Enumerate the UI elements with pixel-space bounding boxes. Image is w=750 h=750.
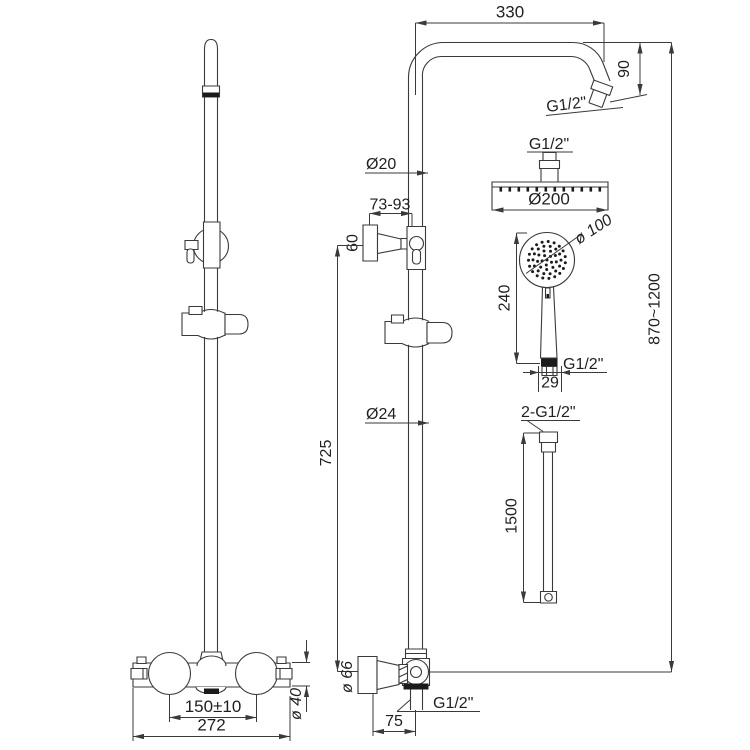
dim-40-label: ø 40 xyxy=(288,688,305,720)
front-view: 150±10 272 ø 40 xyxy=(131,40,310,742)
dim-hand-length: 240 xyxy=(497,233,541,364)
dim-29-label: 29 xyxy=(541,375,559,392)
head-dia-label: Ø200 xyxy=(528,190,570,209)
lower-tube-dia-callout: Ø24 xyxy=(365,406,429,426)
arm-thread-label: G1/2" xyxy=(545,94,587,116)
hand-shower: ø 100 240 G1/2" 29 xyxy=(497,211,616,392)
side-handset-holder xyxy=(385,315,452,347)
hose-thread-label: 2-G1/2" xyxy=(521,404,576,421)
dim-hose-length: 1500 xyxy=(504,433,541,603)
shower-hose: 2-G1/2" 1500 xyxy=(504,404,581,603)
side-view: 330 90 G1/2" Ø20 73-93 xyxy=(318,3,675,737)
dim-wall-distance: 73-93 xyxy=(370,197,413,228)
spray-dots xyxy=(527,240,567,280)
side-wall-bracket: 60 xyxy=(345,225,426,270)
dim-arm-drop: 90 xyxy=(583,43,672,103)
dim-272-label: 272 xyxy=(197,716,225,735)
arm-thread-callout: G1/2" xyxy=(545,94,623,116)
dim-73-93-label: 73-93 xyxy=(370,197,411,214)
dim-1500-label: 1500 xyxy=(504,498,521,534)
dim-66-label: ø 66 xyxy=(339,661,356,693)
dim-valve-diameter: ø 40 xyxy=(288,640,310,720)
dim-arm-reach: 330 xyxy=(416,3,605,96)
dim-90-label: 90 xyxy=(616,60,633,78)
hand-thread-label: G1/2" xyxy=(563,356,603,373)
side-valve: ø 66 xyxy=(339,649,430,710)
dim-column-length: 725 xyxy=(318,246,363,672)
front-riser-tube xyxy=(205,40,218,652)
dim-330-label: 330 xyxy=(496,3,524,22)
dim-60-label: 60 xyxy=(345,234,362,252)
arm-outlet-fitting xyxy=(586,80,613,108)
head-nozzles xyxy=(499,187,602,192)
valve-thread-label: G1/2" xyxy=(433,695,473,712)
head-thread-label: G1/2" xyxy=(529,136,569,153)
side-column-outer xyxy=(409,42,611,652)
overhead-shower: G1/2" Ø200 xyxy=(492,136,608,213)
front-diverter-housing xyxy=(204,222,221,268)
upper-tube-dia-callout: Ø20 xyxy=(365,156,428,176)
dim-240-label: 240 xyxy=(497,285,514,312)
dim-center-distance: 150±10 xyxy=(170,695,257,722)
front-left-knob xyxy=(149,653,191,695)
dim-75-label: 75 xyxy=(385,713,403,730)
front-valve-body xyxy=(131,652,292,695)
dim-150-label: 150±10 xyxy=(185,697,242,716)
dim-valve-offset: 75 xyxy=(373,694,416,736)
dim-overall-height: 870~1200 xyxy=(430,42,675,673)
dia-20-label: Ø20 xyxy=(366,156,396,173)
dim-870-1200-label: 870~1200 xyxy=(647,273,664,345)
front-diverter-lever xyxy=(185,241,198,250)
hand-dia-label: ø 100 xyxy=(572,211,616,248)
front-handset-holder xyxy=(182,307,248,340)
valve-thread-callout: G1/2" xyxy=(397,695,480,712)
dim-hand-nut: G1/2" 29 xyxy=(523,356,607,392)
hand-shower-handle xyxy=(541,287,558,359)
dim-725-label: 725 xyxy=(318,440,335,467)
dia-24-label: Ø24 xyxy=(366,406,396,423)
side-column-inner xyxy=(422,56,596,652)
front-right-knob xyxy=(236,653,278,695)
dim-overall-width: 272 xyxy=(133,688,290,741)
